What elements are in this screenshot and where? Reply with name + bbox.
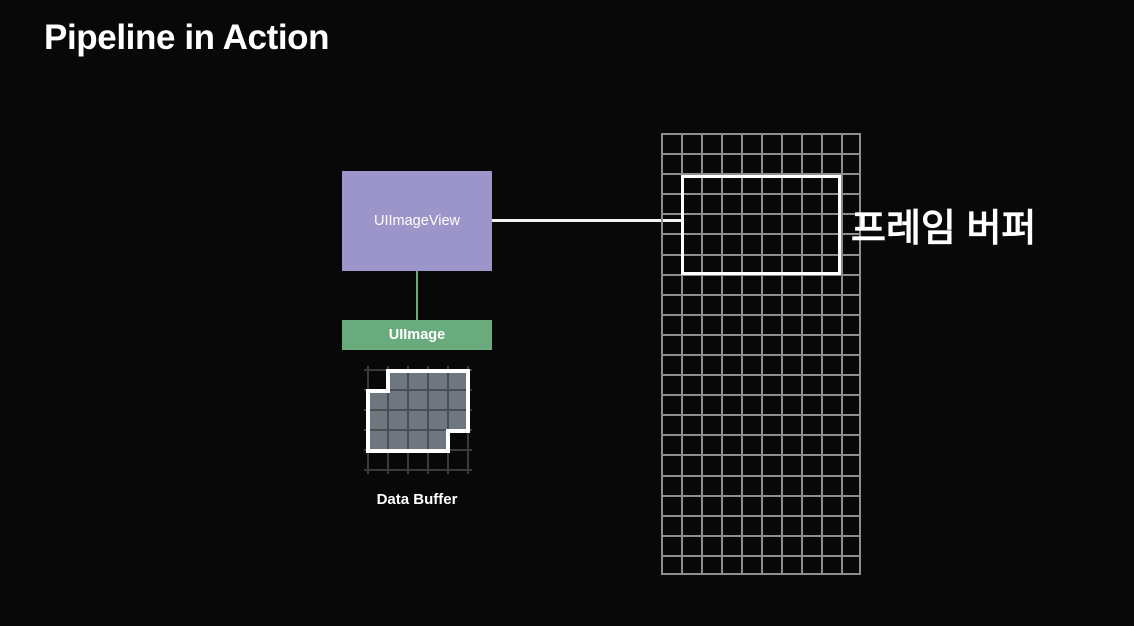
data-buffer-cell-divider [427, 410, 429, 430]
data-buffer-gridline [364, 469, 472, 471]
data-buffer-cell-divider [448, 409, 468, 411]
data-buffer-cell-divider [388, 429, 408, 431]
uiimageview-to-framebuffer-connector [492, 219, 683, 222]
frame-buffer-gridline [661, 434, 861, 437]
data-buffer-label: Data Buffer [376, 491, 458, 508]
data-buffer-cell-divider [428, 429, 448, 431]
frame-buffer-gridline [661, 554, 861, 557]
frame-buffer-label: 프레임 버퍼 [851, 208, 1037, 250]
data-buffer-cell-divider [408, 409, 428, 411]
data-buffer-cell [408, 410, 428, 430]
data-buffer-cell-divider [447, 410, 449, 430]
data-buffer-cell [448, 370, 468, 390]
frame-buffer-gridline [661, 173, 861, 176]
data-buffer-cell-divider [388, 409, 408, 411]
frame-buffer-gridline [661, 233, 861, 236]
data-buffer-cell [388, 390, 408, 410]
data-buffer-cell-divider [428, 409, 448, 411]
frame-buffer-highlight-region [681, 175, 841, 275]
frame-buffer-gridline [661, 534, 861, 537]
data-buffer-cell-divider [407, 410, 409, 430]
data-buffer-cell-divider [427, 370, 429, 390]
frame-buffer-gridline [661, 213, 861, 216]
frame-buffer-gridline [661, 514, 861, 517]
data-buffer-cell-divider [448, 389, 468, 391]
data-buffer-cell [428, 410, 448, 430]
data-buffer-cell [368, 430, 388, 450]
data-buffer-cell-divider [387, 390, 389, 410]
data-buffer-cell-divider [447, 390, 449, 410]
data-buffer-cell-divider [407, 390, 409, 410]
uiimage-label: UIImage [388, 327, 446, 343]
data-buffer-cell [428, 390, 448, 410]
frame-buffer-gridline [661, 414, 861, 417]
data-buffer-cell-divider [427, 430, 429, 450]
data-buffer-cell [388, 410, 408, 430]
data-buffer-cell-divider [447, 370, 449, 390]
frame-buffer-gridline [661, 394, 861, 397]
data-buffer-cell-divider [408, 429, 428, 431]
data-buffer-cell [368, 390, 388, 410]
frame-buffer-gridline [661, 293, 861, 296]
frame-buffer-gridline [661, 374, 861, 377]
data-buffer-cell-divider [387, 410, 389, 430]
data-buffer-cell [448, 410, 468, 430]
data-buffer-cell-divider [408, 389, 428, 391]
data-buffer-cell [388, 430, 408, 450]
page-title: Pipeline in Action [44, 18, 330, 57]
frame-buffer-gridline [661, 133, 861, 135]
frame-buffer-gridline [661, 573, 861, 575]
data-buffer-cell-divider [407, 370, 409, 390]
frame-buffer-gridline [661, 193, 861, 196]
data-buffer-cell-divider [387, 430, 389, 450]
data-buffer-cell [388, 370, 408, 390]
frame-buffer-gridline [661, 494, 861, 497]
data-buffer-cell [428, 370, 448, 390]
data-buffer-grid [364, 366, 472, 474]
uiimageview-node: UIImageView [342, 171, 492, 271]
frame-buffer-gridline [661, 333, 861, 336]
frame-buffer-gridline [661, 153, 861, 156]
data-buffer-cell [428, 430, 448, 450]
frame-buffer-gridline [661, 354, 861, 356]
data-buffer-cell-divider [407, 430, 409, 450]
data-buffer-cell-divider [428, 389, 448, 391]
uiimageview-label: UIImageView [374, 213, 460, 229]
data-buffer-cell [408, 370, 428, 390]
data-buffer-graphic [360, 365, 475, 477]
data-buffer-cell-divider [427, 390, 429, 410]
data-buffer-cell [408, 430, 428, 450]
uiimage-node: UIImage [342, 320, 492, 350]
data-buffer-cell-divider [388, 389, 408, 391]
frame-buffer-gridline [661, 313, 861, 316]
data-buffer-cell [448, 390, 468, 410]
data-buffer-cell-divider [368, 409, 388, 411]
frame-buffer-gridline [661, 253, 861, 256]
data-buffer-cell [368, 410, 388, 430]
frame-buffer-gridline [661, 454, 861, 457]
data-buffer-cell-divider [368, 429, 388, 431]
frame-buffer-grid [661, 133, 861, 575]
data-buffer-cell [408, 390, 428, 410]
frame-buffer-gridline [661, 474, 861, 477]
uiimageview-to-uiimage-connector [416, 271, 418, 321]
